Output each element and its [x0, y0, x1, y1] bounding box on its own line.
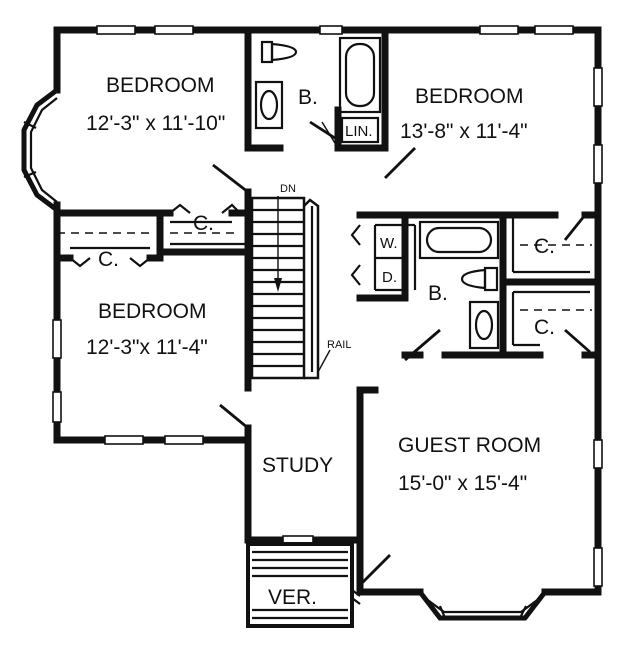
- dryer-label: D.: [382, 269, 397, 286]
- dashed-openings: [57, 232, 592, 311]
- veranda-name: VER.: [268, 586, 317, 609]
- guest-room-name: GUEST ROOM: [398, 434, 541, 457]
- washer-label: W.: [380, 235, 398, 252]
- bedroom-ne-dims: 13'-8" x 11'-4": [400, 120, 528, 143]
- closet-e-label: C.: [534, 316, 555, 339]
- bedroom-ne-name: BEDROOM: [415, 85, 524, 108]
- fixture-labels: B. B. LIN. C. C. C. C. W. D. DN RAIL: [98, 86, 555, 351]
- rail-label: RAIL: [327, 339, 351, 351]
- bay-window-guest: [418, 590, 547, 621]
- closet-lines: [70, 215, 590, 347]
- bath-mid-label: B.: [428, 282, 448, 305]
- bath-top-fixtures: [254, 36, 382, 144]
- windows: [52, 25, 603, 587]
- room-labels: BEDROOM 12'-3" x 11'-10" BEDROOM 13'-8" …: [86, 74, 541, 609]
- bedroom-w-name: BEDROOM: [98, 300, 207, 323]
- bath-top-label: B.: [298, 86, 318, 109]
- bay-window-west: [21, 88, 59, 212]
- bedroom-nw-dims: 12'-3" x 11'-10": [86, 112, 225, 135]
- bedroom-w-dims: 12'-3"x 11'-4": [86, 336, 208, 359]
- guest-room-dims: 15'-0" x 15'-4": [398, 472, 527, 495]
- stair-dn-label: DN: [280, 183, 296, 195]
- linen-label: LIN.: [345, 123, 373, 140]
- closet-hall-label: C.: [193, 212, 214, 235]
- closet-ne-label: C.: [534, 235, 555, 258]
- interior-walls: [53, 26, 602, 596]
- bath-mid-fixtures: [418, 220, 500, 350]
- door-swings: [69, 120, 591, 586]
- study-name: STUDY: [262, 454, 333, 477]
- bedroom-nw-name: BEDROOM: [106, 74, 215, 97]
- veranda: [246, 542, 361, 628]
- staircase: [250, 196, 331, 380]
- closet-west-label: C.: [98, 248, 119, 271]
